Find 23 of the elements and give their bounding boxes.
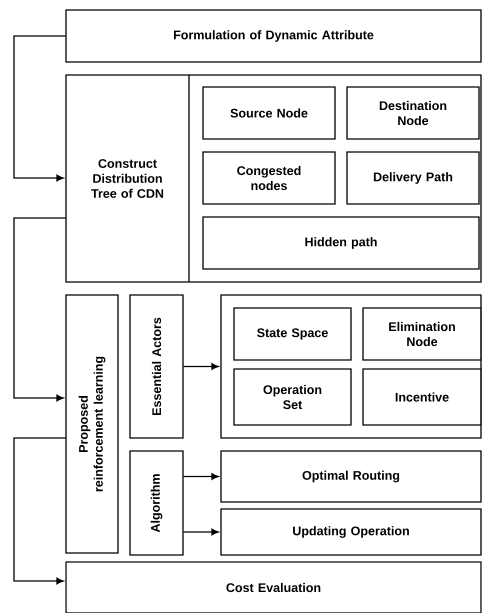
arrow	[184, 528, 219, 536]
process-box: Essential Actors	[129, 294, 184, 439]
arrow	[13, 35, 66, 182]
process-box: State Space	[233, 307, 352, 361]
process-box: Hidden path	[202, 216, 480, 270]
process-box: Operation Set	[233, 368, 352, 426]
process-box: Optimal Routing	[220, 450, 482, 503]
arrow	[13, 437, 66, 584]
process-box: Updating Operation	[220, 508, 482, 556]
process-box: Proposed reinforcement learning	[65, 294, 119, 554]
process-box: Formulation of Dynamic Attribute	[65, 9, 482, 63]
arrow	[184, 473, 219, 480]
group-box	[220, 294, 482, 439]
process-box: Congested nodes	[202, 151, 336, 205]
process-box: Incentive	[362, 368, 482, 426]
arrow	[13, 217, 66, 402]
process-box: Cost Evaluation	[65, 561, 482, 613]
process-box: Algorithm	[129, 450, 184, 556]
process-box: Elimination Node	[362, 307, 482, 361]
process-box: Destination Node	[346, 86, 480, 140]
arrow	[184, 363, 219, 370]
process-box: Delivery Path	[346, 151, 480, 205]
process-box: Source Node	[202, 86, 336, 140]
